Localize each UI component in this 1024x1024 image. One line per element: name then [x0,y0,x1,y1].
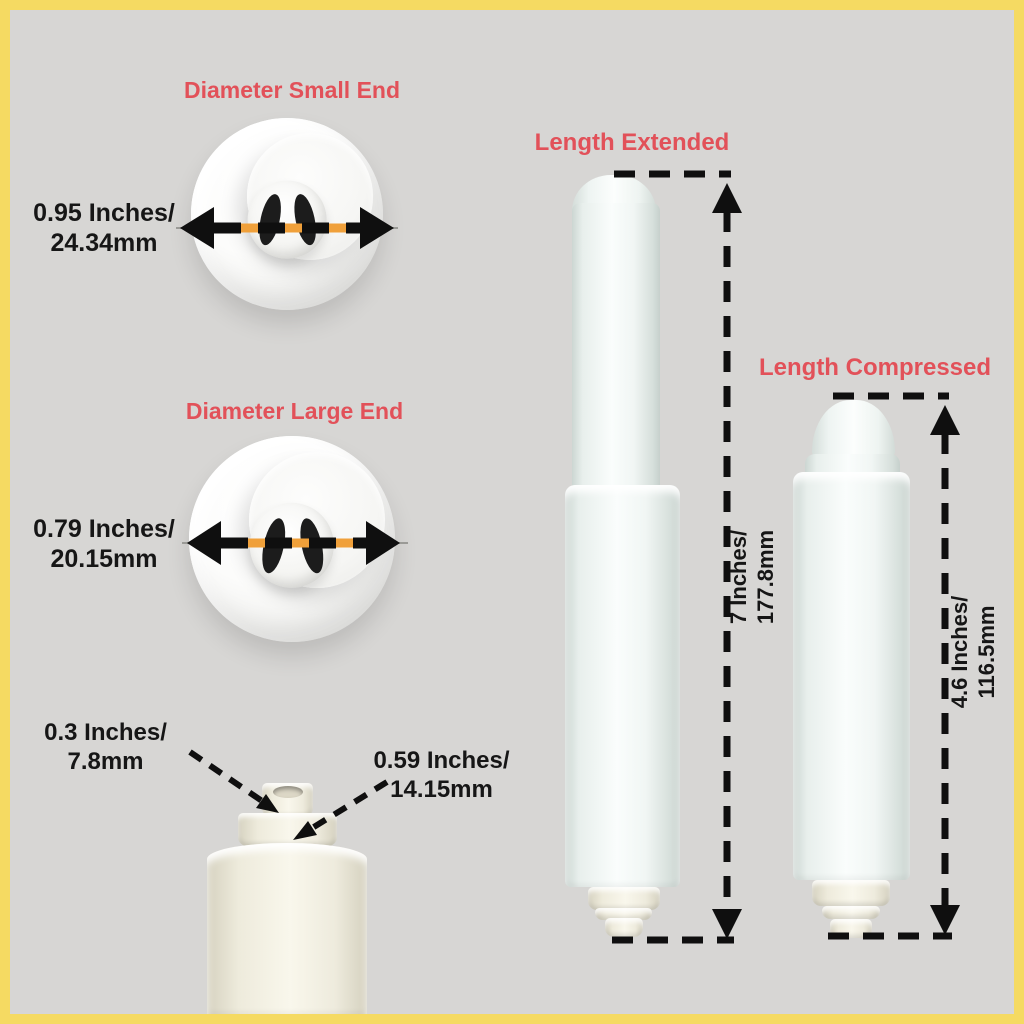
tip-large-value-mm: 14.15mm [390,776,493,803]
tip-small-pointer-arrow [188,749,279,813]
arrowhead-down-icon [712,909,742,939]
compressed-roller-photo [793,400,910,938]
arrowhead-icon [256,794,279,813]
extended-measure-bracket [612,170,742,944]
large-end-value: 0.79 Inches/ 20.15mm [25,514,183,574]
extended-roller-step1 [588,887,660,910]
tip-small-value: 0.3 Inches/ 7.8mm [28,718,183,776]
arrowhead-down-icon [930,905,960,935]
extended-roller-photo [565,175,680,940]
compressed-length-inches: 4.6 Inches/ [947,595,972,709]
small-end-value-inches: 0.95 Inches/ [33,199,175,227]
small-end-diameter-arrow [176,207,398,249]
extended-length-mm: 177.8mm [753,529,778,625]
closeup-tip-nub [262,783,313,817]
compressed-length-value: 4.6 Inches/ 116.5mm [946,572,1004,732]
extended-length-inches: 7 Inches/ [726,529,751,625]
compressed-roller-step2 [822,906,880,919]
extended-roller-body [565,485,680,887]
arrowhead-right-icon [366,521,400,565]
arrowhead-icon [293,821,317,840]
large-end-value-mm: 20.15mm [50,545,158,573]
small-end-value: 0.95 Inches/ 24.34mm [25,198,183,258]
tip-small-value-inches: 0.3 Inches/ [44,719,167,746]
extended-roller-shaft [572,203,660,490]
tip-large-pointer-arrow [293,779,389,840]
closeup-tip-step [238,813,337,846]
tip-large-value-inches: 0.59 Inches/ [373,747,510,774]
arrowhead-left-icon [187,521,221,565]
compressed-roller-step1 [812,880,890,906]
pointer-dashes [307,779,389,833]
arrowhead-up-icon [712,183,742,213]
pointer-dashes [188,749,264,804]
closeup-nub-hole [272,786,303,798]
small-end-value-mm: 24.34mm [50,229,158,257]
arrowhead-up-icon [930,405,960,435]
extended-roller-nub [605,918,643,937]
extended-length-value: 7 Inches/ 177.8mm [725,487,783,667]
small-end-cap-hub [247,180,327,260]
small-end-cap-photo [191,118,383,310]
compressed-roller-body [793,472,910,880]
small-end-title: Diameter Small End [183,77,401,103]
arrowhead-right-icon [360,207,394,249]
tip-large-value: 0.59 Inches/ 14.15mm [364,746,519,804]
compressed-roller-collar [805,454,900,476]
tip-closeup-photo [207,783,367,1015]
extended-roller-step2 [595,908,652,920]
length-extended-title: Length Extended [534,129,730,156]
arrowhead-left-icon [180,207,214,249]
large-end-title: Diameter Large End [185,398,404,424]
length-compressed-title: Length Compressed [758,354,992,381]
compressed-length-mm: 116.5mm [974,605,999,699]
large-end-diameter-arrow [182,521,408,565]
large-end-value-inches: 0.79 Inches/ [33,515,175,543]
compressed-measure-bracket [828,392,960,940]
tip-small-value-mm: 7.8mm [67,748,144,775]
closeup-roller-body [207,843,367,1015]
